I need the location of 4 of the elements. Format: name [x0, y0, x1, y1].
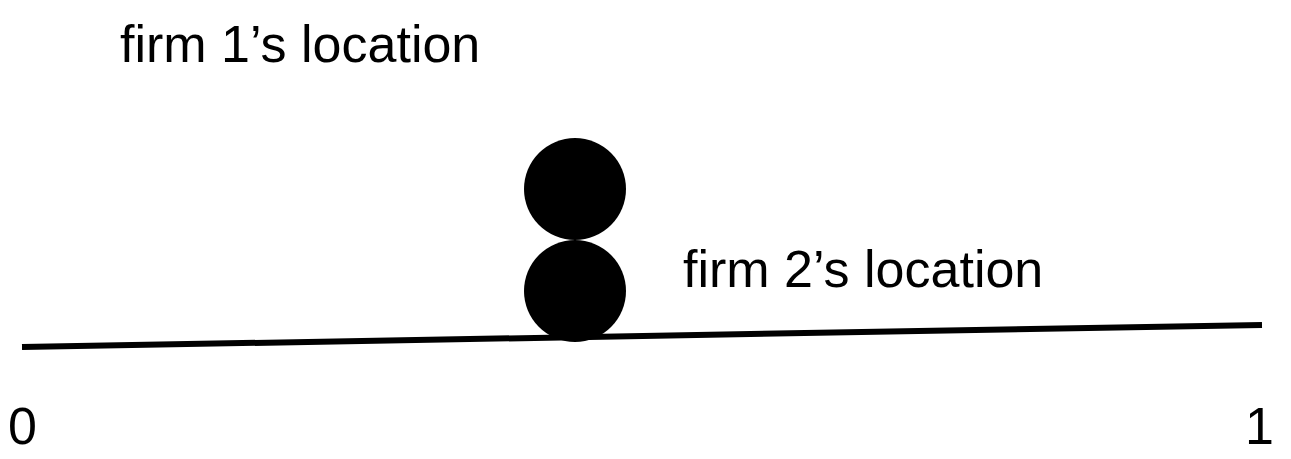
axis-end-label: 1	[1245, 400, 1274, 452]
axis-end-label: 0	[8, 400, 37, 452]
location-label: firm 1’s location	[120, 18, 481, 70]
location-label: firm 2’s location	[683, 243, 1044, 295]
